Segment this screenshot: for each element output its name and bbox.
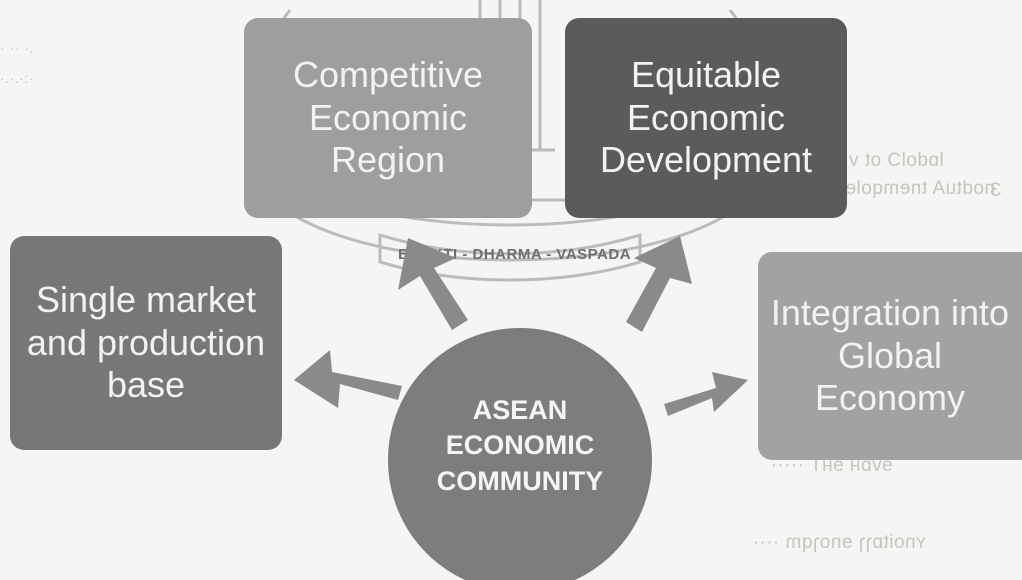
bleed-through-text: ʏnoitɒɿɿ ɘnoɿqm ····	[752, 532, 927, 553]
node-label: Competitive Economic Region	[292, 54, 484, 181]
bleed-through-text: Ɛ	[990, 180, 1002, 201]
bleed-through-text: ƖɒdolƆ ot vıl	[838, 150, 944, 171]
arrow-to-integration	[664, 372, 748, 416]
bleed-through-text: · ·· ·.	[0, 40, 34, 56]
node-competitive-economic-region: Competitive Economic Region	[244, 18, 532, 218]
arrow-to-equitable	[626, 236, 692, 332]
node-equitable-economic-development: Equitable Economic Development	[565, 18, 847, 218]
node-integration-global-economy: Integration into Global Economy	[758, 252, 1022, 460]
center-label: ASEAN ECONOMIC COMMUNITY	[436, 394, 604, 496]
node-label: Integration into Global Economy	[770, 292, 1010, 419]
arrow-to-single-market	[294, 350, 402, 408]
node-label: Single market and production base	[26, 279, 266, 406]
watermark-motto: BHAKTI - DHARMA - VASPADA	[398, 246, 632, 263]
node-label: Equitable Economic Development	[599, 54, 813, 181]
center-node-asean-economic-community: ASEAN ECONOMIC COMMUNITY	[388, 328, 652, 580]
node-single-market-production-base: Single market and production base	[10, 236, 282, 450]
bleed-through-text: ·.·.·:·	[0, 70, 34, 86]
bleed-through-text: nodtuA tnemqolev	[835, 178, 996, 199]
